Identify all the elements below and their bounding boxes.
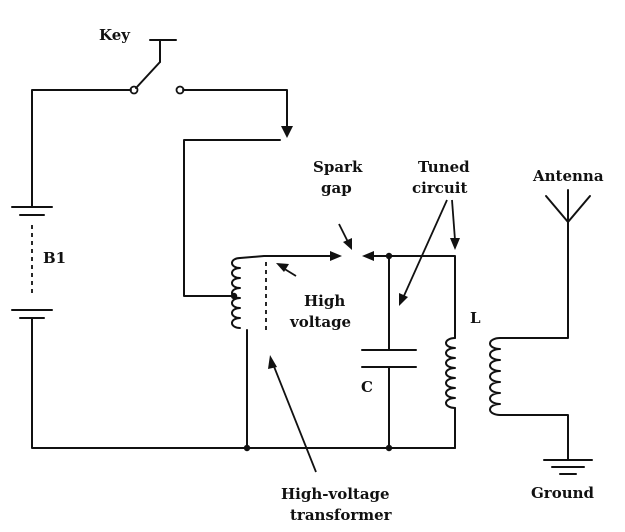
label-transformer-line1: High-voltage: [281, 485, 390, 503]
wires: [31, 89, 569, 461]
label-battery: B1: [43, 249, 66, 267]
label-tuned-circuit-line1: Tuned: [418, 158, 470, 176]
capacitor-c: [361, 349, 417, 368]
pointer-arrows: [268, 126, 460, 473]
labels: Key B1 Spark gap Tuned circuit Antenna H…: [43, 26, 604, 524]
ground-symbol: [543, 459, 593, 475]
label-high-voltage-line1: High: [304, 292, 345, 310]
label-tuned-circuit-line2: circuit: [412, 179, 467, 197]
label-antenna: Antenna: [532, 167, 604, 185]
label-key: Key: [99, 26, 131, 44]
label-capacitor: C: [361, 378, 373, 396]
antenna-coil: [489, 337, 501, 416]
label-ground: Ground: [531, 484, 595, 502]
label-spark-gap-line2: gap: [321, 179, 352, 197]
label-spark-gap-line1: Spark: [313, 158, 363, 176]
telegraph-key[interactable]: [129, 39, 185, 95]
label-high-voltage-line2: voltage: [289, 313, 351, 331]
antenna-symbol: [545, 189, 591, 223]
spark-gap: [330, 251, 374, 261]
junctions: [230, 252, 393, 452]
high-voltage-transformer: [231, 257, 267, 334]
label-transformer-line2: transformer: [290, 506, 393, 524]
inductor-l: [445, 337, 456, 409]
label-inductor: L: [470, 309, 481, 327]
